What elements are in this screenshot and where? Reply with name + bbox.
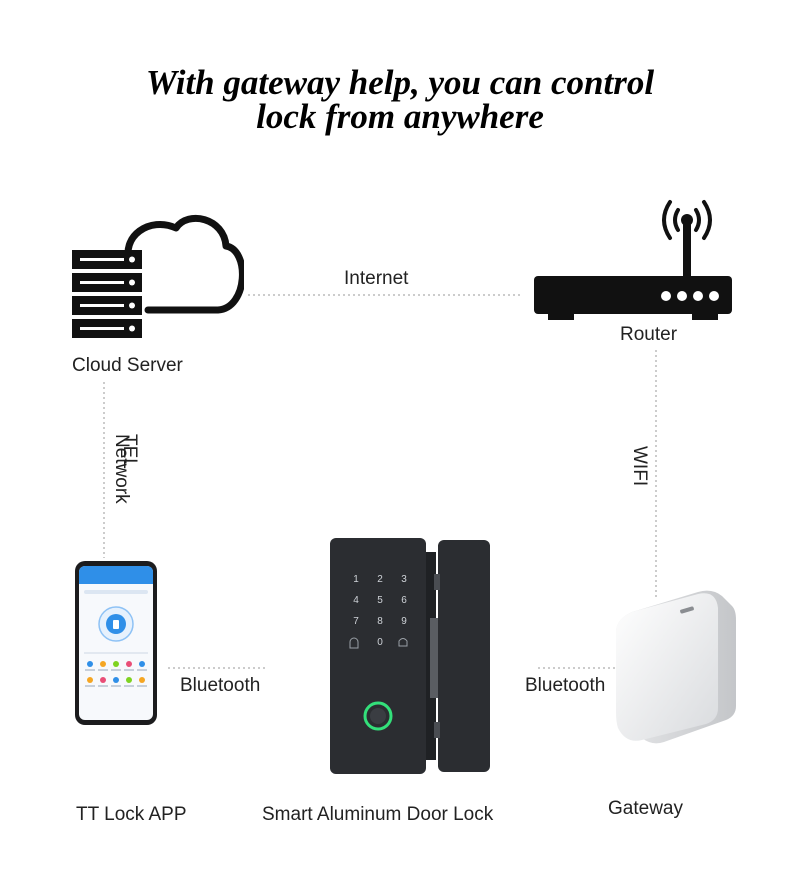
key-6[interactable]: 6 xyxy=(401,595,407,606)
gateway-icon xyxy=(616,590,736,744)
gateway-label: Gateway xyxy=(608,798,683,819)
key-8[interactable]: 8 xyxy=(377,616,383,627)
key-5[interactable]: 5 xyxy=(377,595,383,606)
key-7[interactable]: 7 xyxy=(353,616,359,627)
key-1[interactable]: 1 xyxy=(353,574,359,585)
key-9[interactable]: 9 xyxy=(401,616,407,627)
keypad: 1 2 3 4 5 6 7 8 9 0 xyxy=(344,574,416,648)
smartphone-icon xyxy=(75,561,157,725)
wifi-label: WIFI xyxy=(629,446,650,487)
key-3[interactable]: 3 xyxy=(401,574,407,585)
key-2[interactable]: 2 xyxy=(377,574,383,585)
door-lock-label: Smart Aluminum Door Lock xyxy=(262,804,494,825)
network-label: Network xyxy=(111,434,132,504)
bluetooth-left-label: Bluetooth xyxy=(180,675,261,696)
key-4[interactable]: 4 xyxy=(353,595,359,606)
title-line-1: With gateway help, you can control xyxy=(145,63,655,102)
router-icon xyxy=(534,200,732,320)
door-lock-icon: 1 2 3 4 5 6 7 8 9 0 xyxy=(330,538,490,774)
key-0[interactable]: 0 xyxy=(377,637,383,648)
tt-lock-app-label: TT Lock APP xyxy=(76,804,187,825)
door-lock-graphic xyxy=(330,538,490,774)
router-label: Router xyxy=(620,324,678,345)
diagram-title: With gateway help, you can control lock … xyxy=(0,63,800,136)
internet-label: Internet xyxy=(344,268,409,289)
title-line-2: lock from anywhere xyxy=(256,97,544,136)
bluetooth-right-label: Bluetooth xyxy=(525,675,606,696)
cloud-server-icon xyxy=(72,214,244,338)
cloud-server-label: Cloud Server xyxy=(72,355,183,376)
